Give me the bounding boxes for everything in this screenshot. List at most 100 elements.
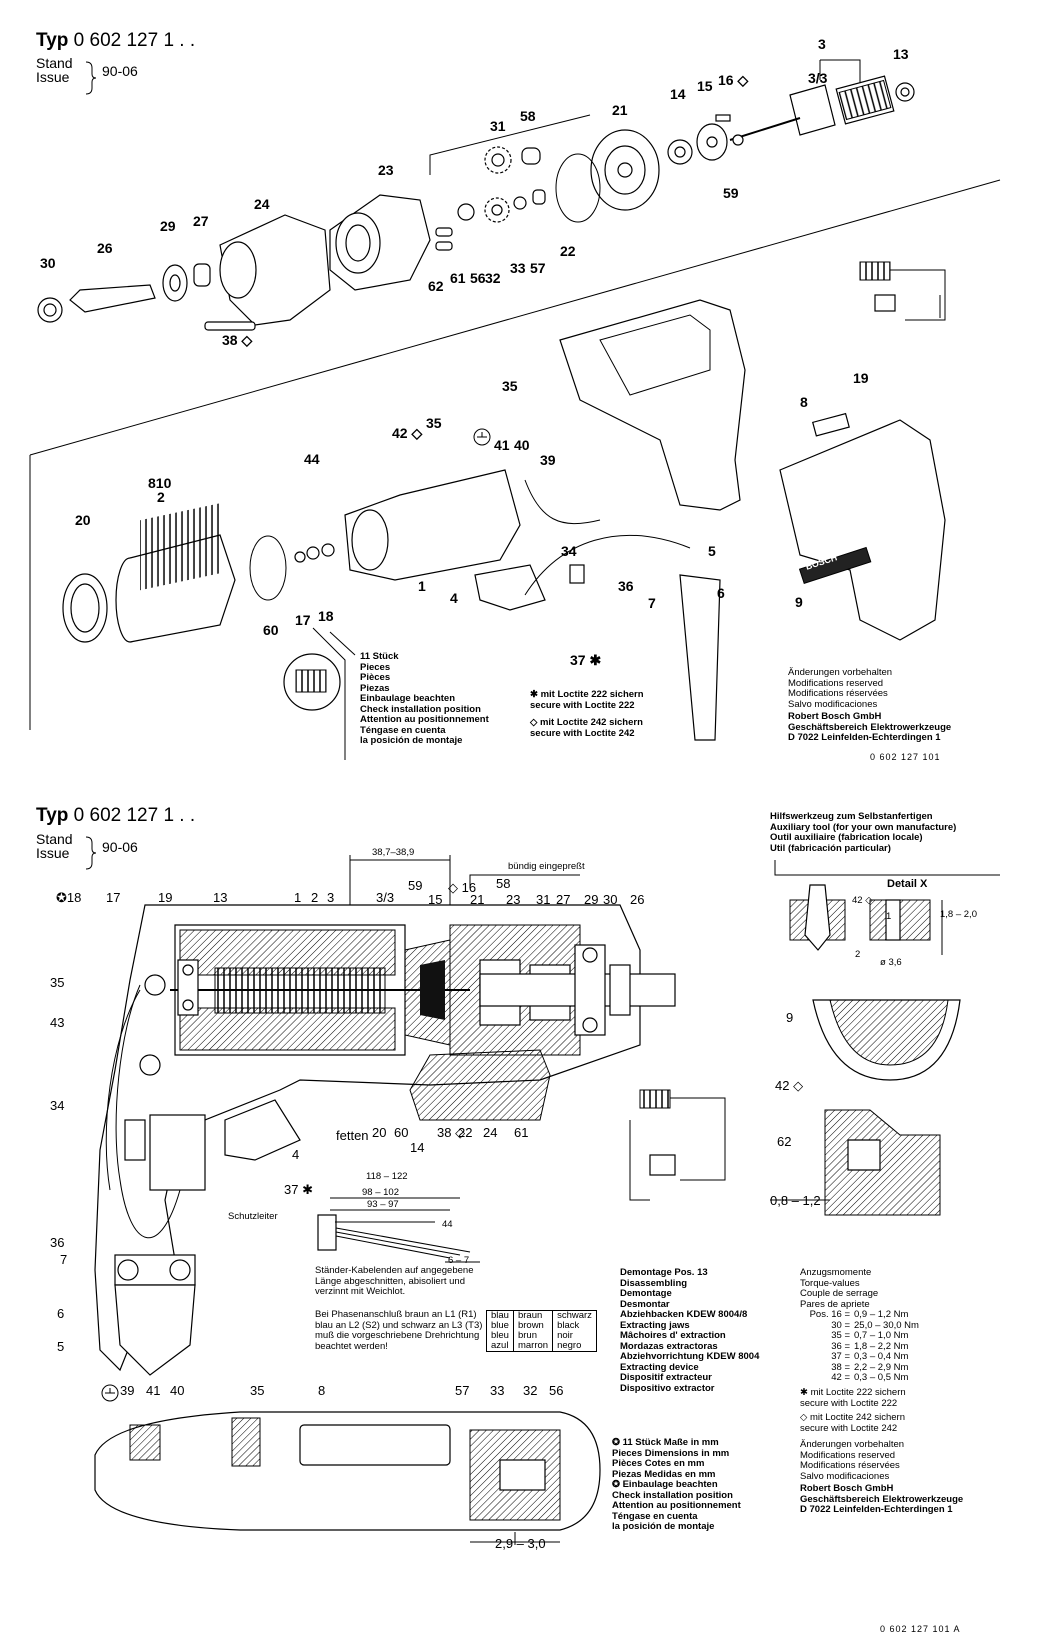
text-line: Salvo modificaciones xyxy=(800,1470,890,1482)
text-line: secure with Loctite 222 xyxy=(530,699,635,711)
part-callout: 61 xyxy=(514,1125,529,1140)
text-line: Téngase en cuenta xyxy=(612,1510,698,1522)
text-line: Ständer-Kabelenden auf angegebene xyxy=(315,1265,474,1276)
color-cell: braun xyxy=(512,1310,553,1321)
text-line: secure with Loctite 242 xyxy=(530,727,635,739)
part-callout: 13 xyxy=(893,46,909,62)
color-cell: blau xyxy=(491,1310,509,1321)
torque-row: 30 =25,0 – 30,0 Nm xyxy=(800,1319,948,1332)
motor-housing-part xyxy=(344,469,521,581)
part-callout: 35 xyxy=(426,415,442,431)
bottom-dim: 2,9 – 3,0 xyxy=(495,1536,546,1551)
color-cell: noir xyxy=(552,1331,597,1341)
part-callout: 59 xyxy=(723,185,739,201)
part-callout: 35 xyxy=(50,975,65,990)
text-line: Änderungen vorbehalten xyxy=(788,667,893,678)
part-callout: 4 xyxy=(450,590,458,606)
torque-row: 38 =2,2 – 2,9 Nm xyxy=(800,1361,948,1374)
part-callout: 1 xyxy=(418,578,426,594)
part-callout: 8 xyxy=(800,394,808,410)
text-line: ✪ Einbaulage beachten xyxy=(612,1479,718,1490)
part-callout: 24 xyxy=(254,196,270,212)
text-line: Einbaulage beachten xyxy=(360,693,456,704)
torque-value: 25,0 – 30,0 Nm xyxy=(854,1319,919,1331)
torque-pos: Pos. 16 = xyxy=(809,1309,850,1320)
part-callout: ø 3,6 xyxy=(880,957,902,968)
part-callout: 17 xyxy=(295,612,311,628)
text-line: Pares de apriete xyxy=(800,1298,870,1310)
text-line: Dispositivo extractor xyxy=(620,1382,715,1394)
part-callout: 1 xyxy=(886,911,892,922)
torque-row: 36 = 1,8 – 2,2 Nm xyxy=(800,1340,948,1353)
color-cell: brun xyxy=(512,1331,553,1341)
issue-label: Issue xyxy=(36,69,70,85)
sheet2-type-title: Typ 0 602 127 1 . . xyxy=(36,805,195,827)
part-callout: 810 xyxy=(148,475,172,491)
part-callout: 56 xyxy=(549,1383,564,1398)
part-callout: 32 xyxy=(523,1383,538,1398)
text-line: Auxiliary tool (for your own manufacture… xyxy=(770,821,957,833)
text-line: D 7022 Leinfelden-Echterdingen 1 xyxy=(800,1504,953,1515)
part-callout: 13 xyxy=(213,890,228,905)
part-callout: 32 xyxy=(485,270,501,286)
part-callout: 33 xyxy=(490,1383,505,1398)
torque-pos: 36 = xyxy=(831,1340,850,1352)
part-callout: 15 xyxy=(428,892,443,907)
part-callout: 19 xyxy=(158,890,173,905)
part-callout: 38 ◇ xyxy=(437,1125,466,1140)
torque-value: 2,2 – 2,9 Nm xyxy=(854,1361,909,1373)
buendig-label: bündig eingepreßt xyxy=(508,861,585,872)
text-line: Piezas Medidas en mm xyxy=(612,1468,716,1480)
part-callout: 27 xyxy=(193,213,209,229)
phase-note: Bei Phasenanschluß braun an L1 (R1)blau … xyxy=(315,1309,485,1352)
part-callout: 9 xyxy=(795,594,803,610)
text-line: Geschäftsbereich Elektrowerkzeuge xyxy=(800,1493,964,1505)
cable-length-drawing xyxy=(317,1197,480,1263)
part-callout: 6 – 7 xyxy=(448,1255,470,1266)
part-callout: 2 xyxy=(157,489,165,505)
part-callout: 24 xyxy=(483,1125,498,1140)
text-line: Bei Phasenanschluß braun an L1 (R1) xyxy=(315,1309,477,1320)
part-callout: 98 – 102 xyxy=(362,1187,399,1198)
gear-housing-part xyxy=(329,194,431,291)
part-callout: 18 xyxy=(318,608,334,624)
text-line: Anzugsmomente xyxy=(800,1267,872,1278)
part-callout: 60 xyxy=(263,622,279,638)
sheet1-doc-code: 0 602 127 101 xyxy=(870,752,941,762)
text-line: Check installation position xyxy=(360,703,481,715)
front-housing-part xyxy=(219,214,331,326)
text-line: ✱ mit Loctite 222 sichern xyxy=(530,689,644,700)
part-callout: 15 xyxy=(697,78,713,94)
stand-label: Stand xyxy=(36,55,73,71)
text-line: Couple de serrage xyxy=(800,1288,879,1299)
text-line: Attention au positionnement xyxy=(360,714,489,725)
end-shield-part xyxy=(590,129,660,211)
text-line: Modifications réservées xyxy=(800,1460,900,1471)
text-line: ✱ mit Loctite 222 sichern xyxy=(800,1387,906,1398)
part-callout: 62 xyxy=(428,278,444,294)
handle-housing-part xyxy=(559,299,746,511)
text-line: Modifications reserved xyxy=(800,1449,896,1461)
text-line: blau an L2 (S2) und schwarz an L3 (T3) xyxy=(315,1319,483,1331)
torque-value: 1,8 – 2,2 Nm xyxy=(854,1340,909,1352)
text-line: Disassembling xyxy=(620,1277,688,1289)
part-callout: 42 ◇ xyxy=(392,425,423,441)
text-line: Pièces Cotes en mm xyxy=(612,1458,705,1469)
part-callout: 22 xyxy=(458,1125,473,1140)
part-callout: 3/3 xyxy=(376,890,395,905)
stator-part xyxy=(62,503,236,643)
text-line: Demontage xyxy=(620,1288,672,1299)
part-callout: 42 ◇ xyxy=(852,895,873,906)
part-callout: 20 xyxy=(75,512,91,528)
part-callout: 21 xyxy=(612,102,628,118)
text-line: Attention au positionnement xyxy=(612,1500,741,1511)
text-line: secure with Loctite 222 xyxy=(800,1397,898,1409)
